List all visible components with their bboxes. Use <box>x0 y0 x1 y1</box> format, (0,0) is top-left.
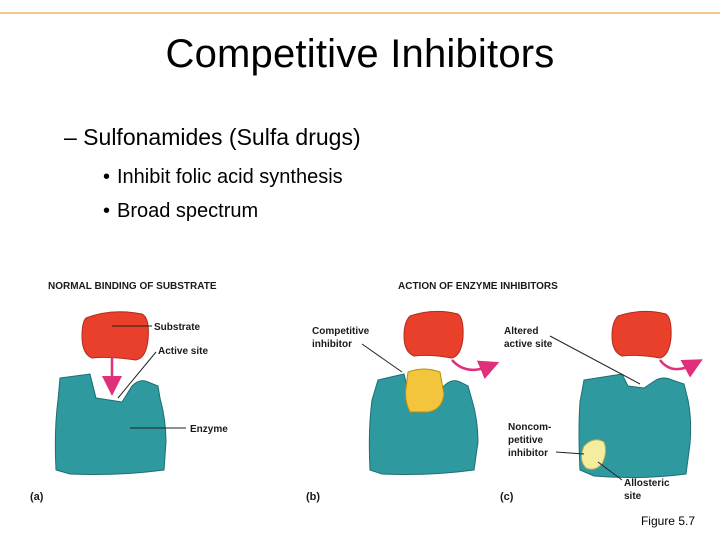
label-noncomp-2: petitive <box>508 435 543 446</box>
label-altered-1: Altered <box>504 326 538 337</box>
bullet-dot: • <box>103 166 111 188</box>
heading-normal-binding: NORMAL BINDING OF SUBSTRATE <box>48 281 217 292</box>
heading-enzyme-inhibitors: ACTION OF ENZYME INHIBITORS <box>398 281 558 292</box>
label-altered-2: active site <box>504 339 553 350</box>
panel-label-b: (b) <box>306 491 320 503</box>
sub-bullet-broad-spectrum: • Broad spectrum <box>103 200 258 223</box>
leader-active-site <box>117 351 157 399</box>
label-active-site: Active site <box>158 346 208 357</box>
panel-label-a: (a) <box>30 491 44 503</box>
figure-caption: Figure 5.7 <box>640 514 695 528</box>
enzyme-shape-a <box>54 373 167 475</box>
sub-bullet-label: Broad spectrum <box>117 200 259 222</box>
noncompetitive-inhibitor-shape <box>580 439 607 470</box>
panel-label-c: (c) <box>500 491 514 503</box>
enzyme-shape-b <box>368 373 479 475</box>
label-competitive-1: Competitive <box>312 326 370 337</box>
substrate-shape-a <box>81 311 149 361</box>
top-rule <box>0 12 720 14</box>
label-competitive-2: inhibitor <box>312 339 352 350</box>
competitive-inhibitor-shape <box>405 368 445 413</box>
label-noncomp-3: inhibitor <box>508 448 548 459</box>
label-enzyme: Enzyme <box>190 424 228 435</box>
label-allosteric-2: site <box>624 491 642 502</box>
enzyme-shape-c <box>578 373 692 479</box>
substrate-deflect-arrow-c <box>659 359 703 378</box>
leader-competitive <box>361 343 403 373</box>
leader-noncompetitive <box>555 451 585 455</box>
substrate-shape-b <box>403 310 464 359</box>
label-allosteric-1: Allosteric <box>624 478 670 489</box>
substrate-deflect-arrow-b <box>451 359 500 380</box>
bullet-dot: • <box>103 200 111 222</box>
leader-allosteric <box>597 461 623 481</box>
label-substrate: Substrate <box>154 322 201 333</box>
bullet-sulfonamides: – Sulfonamides (Sulfa drugs) <box>64 124 361 150</box>
sub-bullet-folic-acid: • Inhibit folic acid synthesis <box>103 166 343 189</box>
leader-altered-site <box>549 335 641 385</box>
label-noncomp-1: Noncom- <box>508 422 551 433</box>
substrate-shape-c <box>611 310 672 359</box>
sub-bullet-label: Inhibit folic acid synthesis <box>117 166 343 188</box>
slide-title: Competitive Inhibitors <box>165 32 555 76</box>
